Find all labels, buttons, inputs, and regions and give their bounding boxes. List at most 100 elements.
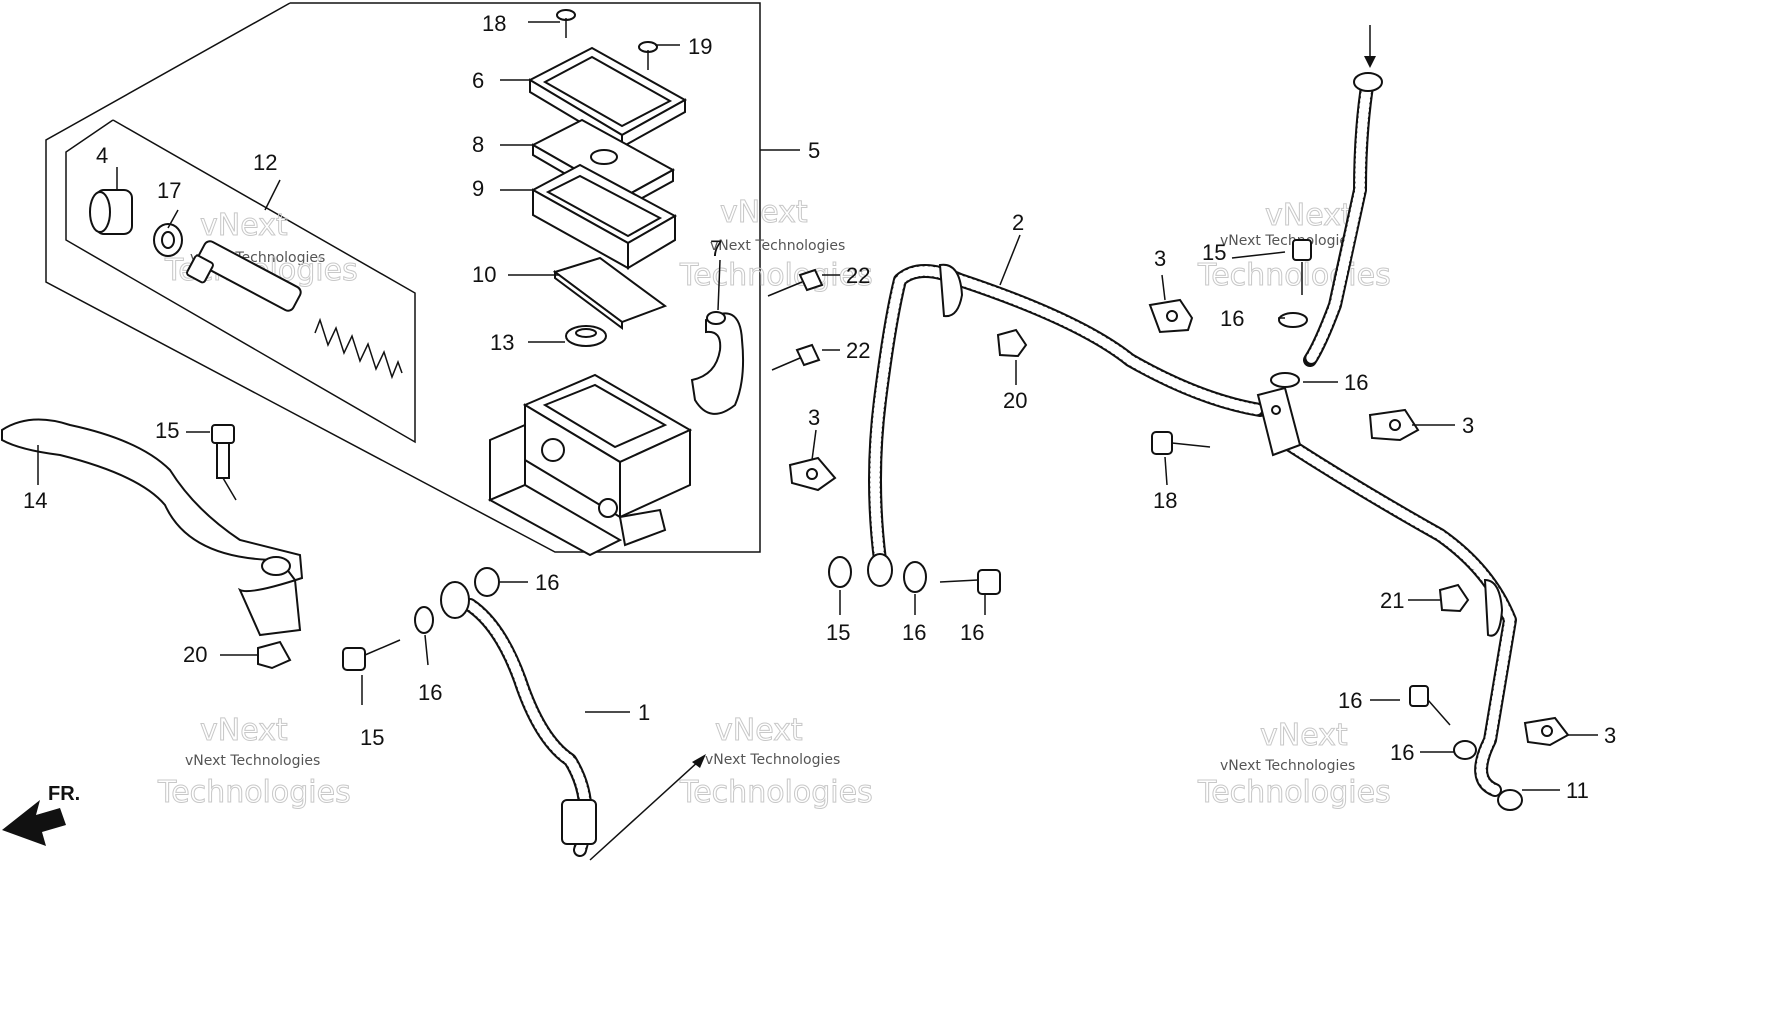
leader-lines <box>37 21 1598 791</box>
callout-20-right: 21 <box>1380 588 1404 613</box>
clip-mid <box>788 456 837 492</box>
banjo-bolt-lower-right <box>1409 685 1451 726</box>
callout-16-mid-left: 15 <box>826 620 850 645</box>
callout-16-lower-upper: 16 <box>535 570 559 595</box>
callout-12: 13 <box>490 330 514 355</box>
clip-lower-right <box>1523 716 1570 747</box>
sealing-washer-upper-right-b <box>1270 372 1300 388</box>
svg-text:vNext: vNext <box>1265 198 1353 233</box>
watermark-bottom-right: vNext vNext Technologies Technologies <box>1197 718 1392 811</box>
brake-hose-lower <box>440 581 597 857</box>
piston <box>186 240 302 312</box>
svg-text:vNext: vNext <box>1260 718 1348 753</box>
banjo-bolt-mid <box>939 569 1001 595</box>
sealing-washer-lower-right-a <box>1453 740 1477 760</box>
callout-15-mid: 16 <box>960 620 984 645</box>
seal-ring <box>565 325 607 347</box>
callout-7: 7 <box>710 236 722 261</box>
banjo-bolt-upper-right <box>1292 239 1312 295</box>
holder-bolt-lower <box>771 343 821 371</box>
holder-clamp <box>690 311 745 415</box>
callout-18-right: 19 <box>688 34 712 59</box>
watermark-bottom-left: vNext vNext Technologies Technologies <box>157 713 352 811</box>
svg-text:Technologies: Technologies <box>679 775 873 810</box>
screw-18-left <box>556 9 576 38</box>
watermark-bottom-middle: vNext vNext Technologies Technologies <box>679 713 874 811</box>
callout-18-top: 18 <box>482 11 506 36</box>
clip-upper <box>1148 298 1194 334</box>
callout-16-mid-right: 16 <box>902 620 926 645</box>
spring <box>314 317 403 380</box>
master-cylinder-assembly-box <box>45 2 761 553</box>
sealing-washer-lower-left <box>414 606 434 634</box>
callout-15-upper-right: 15 <box>1202 240 1226 265</box>
svg-text:vNext Technologies: vNext Technologies <box>185 753 320 769</box>
sealing-washer-lower-upper <box>474 567 500 597</box>
callout-3-right: 3 <box>1462 413 1474 438</box>
callout-17: 17 <box>157 178 181 203</box>
svg-text:vNext Technologies: vNext Technologies <box>1220 758 1355 774</box>
pivot-bolt <box>211 424 237 501</box>
svg-text:vNext: vNext <box>200 713 288 748</box>
svg-text:Technologies: Technologies <box>1197 775 1391 810</box>
callout-15-lower-right: 16 <box>1338 688 1362 713</box>
callout-16-lower-right-a: 16 <box>1390 740 1414 765</box>
callout-21: 18 <box>1153 488 1177 513</box>
svg-text:vNext: vNext <box>720 195 808 230</box>
callout-9: 9 <box>472 176 484 201</box>
svg-text:vNext Technologies: vNext Technologies <box>710 238 845 254</box>
brake-hose-upper <box>867 263 1267 587</box>
callout-16-upper-right-a: 16 <box>1220 306 1244 331</box>
brake-lever <box>1 418 304 637</box>
callout-16-lower-right-b: 11 <box>1566 778 1589 803</box>
sealing-washer-mid-right <box>903 561 927 593</box>
callout-13: 14 <box>23 488 47 513</box>
banjo-bolt-lower-left <box>342 639 401 671</box>
callout-3-upper: 3 <box>1154 246 1166 271</box>
svg-text:vNext Technologies: vNext Technologies <box>705 752 840 768</box>
reference-arrow <box>589 754 706 861</box>
screw-18-right <box>638 41 658 70</box>
svg-text:vNext: vNext <box>715 713 803 748</box>
brake-hose-right <box>1283 438 1517 797</box>
callout-22-lower: 22 <box>846 338 870 363</box>
nut-upper <box>996 328 1028 358</box>
three-way-joint <box>1256 386 1302 457</box>
callout-3-lower-right: 3 <box>1604 723 1616 748</box>
watermark-top-middle: vNext vNext Technologies Technologies <box>679 195 874 294</box>
svg-text:FR.: FR. <box>48 783 80 805</box>
front-direction-indicator: FR. <box>2 783 80 846</box>
callout-14: 15 <box>155 418 179 443</box>
callout-5: 5 <box>808 138 820 163</box>
watermark-top-right: vNext vNext Technologies Technologies <box>1197 198 1392 294</box>
svg-text:Technologies: Technologies <box>1197 258 1391 293</box>
svg-text:vNext Technologies: vNext Technologies <box>1220 233 1355 249</box>
incoming-arrow <box>1364 25 1376 68</box>
callout-22-upper: 22 <box>846 263 870 288</box>
callout-16-lower-left: 16 <box>418 680 442 705</box>
sealing-washer-upper-right-a <box>1278 312 1308 328</box>
holder-bolt-upper <box>767 268 824 297</box>
piston-kit-box <box>65 119 416 444</box>
float-plate <box>552 256 668 330</box>
callout-4: 4 <box>96 143 108 168</box>
svg-text:Technologies: Technologies <box>679 258 873 293</box>
reservoir-diaphragm <box>530 163 678 270</box>
callout-1: 1 <box>638 700 650 725</box>
nut-right <box>1438 583 1470 613</box>
reservoir-cap <box>527 46 688 149</box>
callout-16-upper-right-b: 16 <box>1344 370 1368 395</box>
callout-3-mid: 3 <box>808 405 820 430</box>
sealing-washer-lower-right-b <box>1497 789 1523 811</box>
callout-19: 20 <box>183 642 207 667</box>
callout-20-upper: 20 <box>1003 388 1027 413</box>
callout-11: 12 <box>253 150 277 175</box>
clip-right <box>1368 408 1420 442</box>
callout-2: 2 <box>1012 210 1024 235</box>
sealing-washer-mid-left <box>828 556 852 588</box>
brake-hose-vertical <box>1303 72 1383 367</box>
callout-10: 10 <box>472 262 496 287</box>
svg-text:vNext: vNext <box>200 208 288 243</box>
callout-15-lower-left: 15 <box>360 725 384 750</box>
